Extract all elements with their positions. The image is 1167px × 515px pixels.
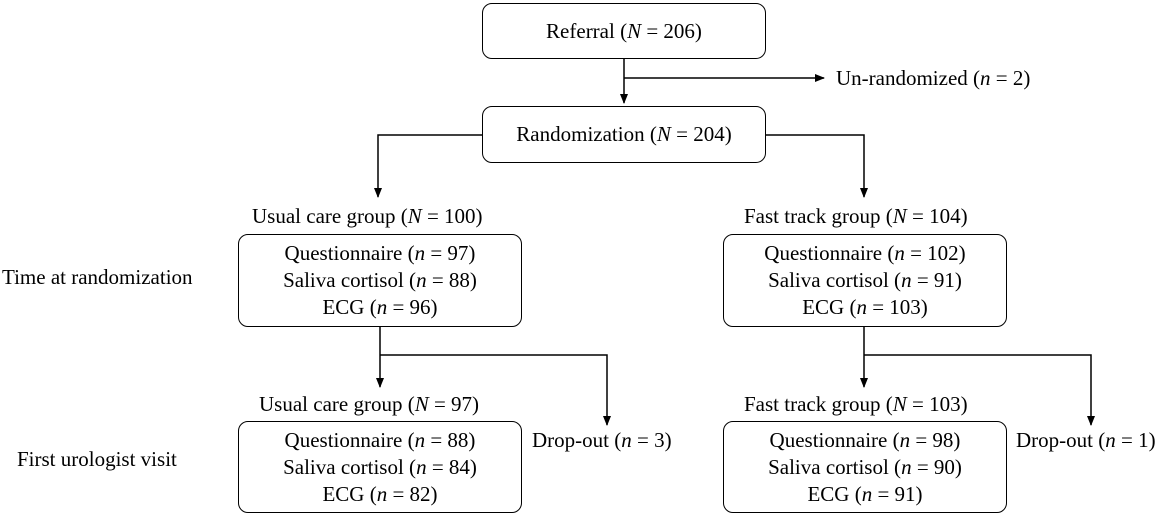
referral-text: Referral (N = 206) bbox=[546, 18, 702, 43]
stage-label-randomization: Time at randomization bbox=[2, 265, 193, 289]
referral-box: Referral (N = 206) bbox=[482, 3, 766, 59]
usual-care-header-visit: Usual care group (N = 97) bbox=[259, 392, 480, 416]
fast-rand-ecg: ECG (n = 103) bbox=[802, 295, 928, 319]
fast-visit-saliva: Saliva cortisol (n = 90) bbox=[768, 454, 962, 479]
usual-rand-ecg: ECG (n = 96) bbox=[322, 295, 438, 319]
arrow-usual-dropout bbox=[380, 354, 611, 426]
fast-track-header-randomization: Fast track group (N = 104) bbox=[744, 204, 968, 228]
arrow-to-usual-care bbox=[374, 134, 482, 198]
usual-care-visit-box: Questionnaire (n = 88) Saliva cortisol (… bbox=[238, 421, 522, 513]
usual-visit-saliva: Saliva cortisol (n = 84) bbox=[283, 454, 477, 479]
randomization-box: Randomization (N = 204) bbox=[482, 106, 766, 163]
arrow-to-fast-track bbox=[766, 134, 868, 198]
fast-track-randomization-box: Questionnaire (n = 102) Saliva cortisol … bbox=[723, 234, 1007, 327]
randomization-text: Randomization (N = 204) bbox=[516, 122, 732, 146]
dropout-usual-label: Drop-out (n = 3) bbox=[532, 428, 672, 452]
fast-rand-questionnaire: Questionnaire (n = 102) bbox=[764, 241, 966, 265]
fast-rand-saliva: Saliva cortisol (n = 91) bbox=[768, 268, 962, 292]
unrandomized-label: Un-randomized (n = 2) bbox=[836, 66, 1031, 90]
arrow-fast-dropout bbox=[864, 354, 1095, 426]
usual-care-header-randomization: Usual care group (N = 100) bbox=[252, 204, 483, 228]
fast-track-header-visit: Fast track group (N = 103) bbox=[744, 392, 968, 416]
fast-visit-ecg: ECG (n = 91) bbox=[807, 481, 923, 506]
usual-visit-questionnaire: Questionnaire (n = 88) bbox=[284, 427, 476, 452]
usual-care-randomization-box: Questionnaire (n = 97) Saliva cortisol (… bbox=[238, 234, 522, 327]
fast-track-visit-box: Questionnaire (n = 98) Saliva cortisol (… bbox=[723, 421, 1007, 513]
stage-label-first-visit: First urologist visit bbox=[17, 447, 177, 471]
usual-visit-ecg: ECG (n = 82) bbox=[322, 481, 438, 506]
usual-rand-questionnaire: Questionnaire (n = 97) bbox=[284, 241, 476, 265]
fast-visit-questionnaire: Questionnaire (n = 98) bbox=[769, 427, 961, 452]
dropout-fast-label: Drop-out (n = 1) bbox=[1016, 428, 1156, 452]
usual-rand-saliva: Saliva cortisol (n = 88) bbox=[283, 268, 477, 292]
